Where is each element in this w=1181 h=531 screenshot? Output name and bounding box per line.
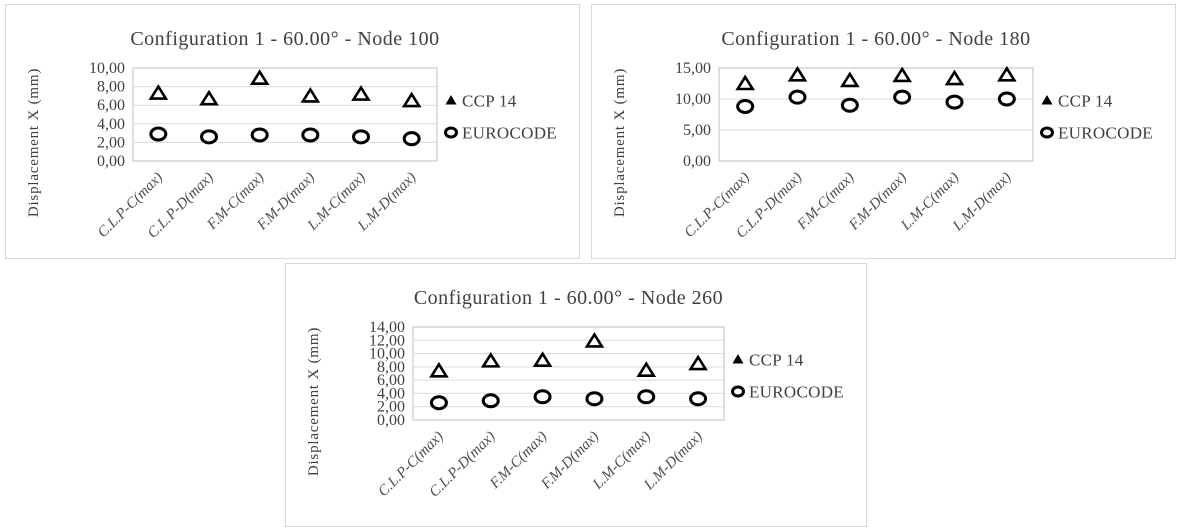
y-tick-label: 4,00 — [97, 116, 125, 133]
legend-ccp-14-icon — [732, 354, 744, 364]
data-point-ccp-14 — [429, 361, 449, 378]
scatter-chart-node-100: Configuration 1 - 60.00° - Node 100Displ… — [26, 28, 557, 242]
y-tick-label: 10,00 — [89, 60, 125, 77]
y-tick-label: 8,00 — [377, 359, 405, 376]
y-tick-label: 10,00 — [369, 346, 405, 363]
data-point-ccp-14 — [787, 65, 808, 82]
y-tick-label: 12,00 — [369, 332, 405, 349]
plot-area-border — [718, 67, 1034, 162]
chart-title: Configuration 1 - 60.00° - Node 100 — [130, 28, 439, 50]
y-tick-label: 6,00 — [97, 97, 125, 114]
data-point-eurocode — [200, 129, 218, 145]
legend-eurocode-icon — [731, 385, 745, 398]
data-point-eurocode — [429, 395, 448, 411]
data-point-ccp-14 — [735, 74, 756, 91]
y-tick-label: 0,00 — [377, 412, 405, 429]
y-tick-label: 14,00 — [369, 319, 405, 336]
legend-ccp-14-icon — [445, 95, 457, 105]
data-point-eurocode — [945, 94, 964, 110]
data-point-eurocode — [533, 389, 552, 405]
y-tick-label: 8,00 — [97, 79, 125, 96]
y-tick-label: 10,00 — [675, 91, 711, 108]
data-point-ccp-14 — [532, 351, 553, 368]
data-point-eurocode — [893, 89, 912, 105]
data-point-eurocode — [997, 91, 1016, 107]
legend-ccp-14-icon — [1041, 95, 1053, 105]
chart-title: Configuration 1 - 60.00° - Node 260 — [414, 287, 723, 309]
y-axis-label: Displacement X (mm) — [26, 68, 42, 217]
data-point-eurocode — [149, 126, 168, 142]
y-tick-label: 2,00 — [97, 134, 125, 151]
y-tick-label: 15,00 — [675, 60, 711, 77]
data-point-ccp-14 — [584, 331, 605, 348]
data-point-ccp-14 — [636, 361, 657, 377]
legend-label-ccp-14: CCP 14 — [462, 92, 517, 111]
chart-title: Configuration 1 - 60.00° - Node 180 — [721, 28, 1030, 50]
data-point-eurocode — [840, 97, 859, 113]
data-point-ccp-14 — [401, 91, 422, 108]
y-axis-label: Displacement X (mm) — [306, 327, 322, 476]
legend-label-eurocode: EUROCODE — [749, 383, 844, 402]
y-tick-label: 4,00 — [377, 385, 405, 402]
data-point-eurocode — [481, 393, 500, 409]
data-point-eurocode — [585, 391, 604, 407]
scatter-chart-node-180: Configuration 1 - 60.00° - Node 180Displ… — [612, 28, 1153, 242]
scatter-chart-node-260: Configuration 1 - 60.00° - Node 260Displ… — [306, 287, 844, 501]
plot-area-border — [412, 326, 725, 421]
y-tick-label: 6,00 — [377, 372, 405, 389]
legend-label-ccp-14: CCP 14 — [1058, 92, 1113, 111]
data-point-eurocode — [402, 131, 421, 147]
data-point-ccp-14 — [300, 86, 321, 103]
data-point-eurocode — [637, 389, 656, 405]
data-point-eurocode — [352, 129, 370, 145]
y-tick-label: 0,00 — [97, 153, 125, 170]
data-point-ccp-14 — [480, 351, 501, 368]
data-point-eurocode — [736, 98, 755, 114]
data-point-eurocode — [689, 391, 708, 407]
y-tick-label: 2,00 — [377, 399, 405, 416]
legend-label-eurocode: EUROCODE — [462, 124, 557, 143]
data-point-eurocode — [250, 127, 269, 143]
data-point-ccp-14 — [688, 354, 708, 371]
y-axis-label: Displacement X (mm) — [612, 68, 628, 217]
y-tick-label: 5,00 — [683, 122, 711, 139]
legend-eurocode-icon — [444, 126, 458, 139]
y-tick-label: 0,00 — [683, 153, 711, 170]
data-point-eurocode — [301, 127, 320, 143]
data-point-ccp-14 — [944, 69, 965, 86]
plot-area-border — [132, 67, 438, 162]
legend-label-ccp-14: CCP 14 — [749, 351, 804, 370]
data-point-eurocode — [788, 89, 807, 105]
data-point-ccp-14 — [199, 89, 219, 106]
data-point-ccp-14 — [839, 71, 860, 88]
legend-label-eurocode: EUROCODE — [1058, 124, 1153, 143]
data-point-ccp-14 — [249, 69, 270, 86]
data-point-ccp-14 — [892, 66, 913, 83]
data-point-ccp-14 — [351, 85, 371, 101]
data-point-ccp-14 — [148, 84, 169, 100]
data-point-ccp-14 — [996, 65, 1017, 82]
legend-eurocode-icon — [1040, 126, 1054, 139]
